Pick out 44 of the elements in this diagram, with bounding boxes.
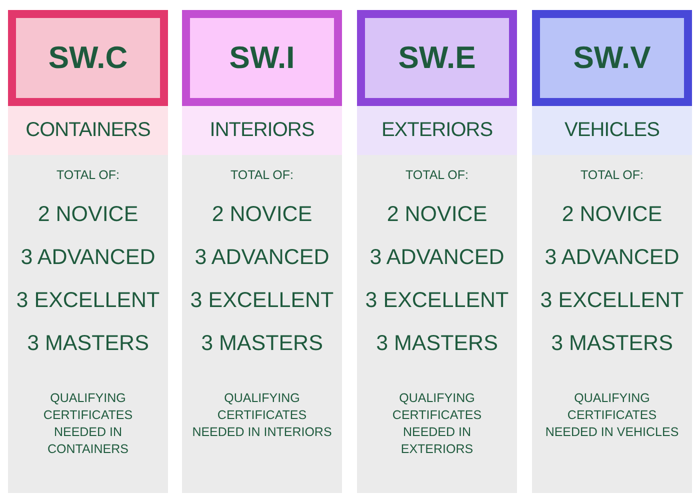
- requirements-panel: [182, 155, 342, 493]
- category-band: [8, 106, 168, 155]
- requirement-note: QUALIFYING CERTIFICATES NEEDED IN VEHICLES: [544, 390, 680, 441]
- category-band: [357, 106, 517, 155]
- total-label: TOTAL OF:: [230, 167, 294, 184]
- level-count: 3 ADVANCED: [544, 245, 680, 270]
- level-count: 3 ADVANCED: [20, 245, 156, 270]
- code-box: [8, 10, 168, 106]
- total-label: TOTAL OF:: [56, 167, 120, 184]
- level-count: 3 MASTERS: [551, 331, 673, 356]
- level-count: 3 ADVANCED: [194, 245, 330, 270]
- code-label: SW.C: [48, 40, 128, 76]
- category-label: VEHICLES: [564, 119, 660, 142]
- level-count: 3 EXCELLENT: [540, 288, 684, 313]
- level-count: 2 NOVICE: [38, 202, 138, 227]
- level-count: 2 NOVICE: [562, 202, 662, 227]
- code-label: SW.V: [573, 40, 651, 76]
- requirement-note: QUALIFYING CERTIFICATES NEEDED IN CONTAINERS: [42, 390, 134, 458]
- level-count: 3 MASTERS: [201, 331, 323, 356]
- level-count: 3 ADVANCED: [370, 245, 504, 270]
- total-label: TOTAL OF:: [580, 167, 644, 184]
- level-count: 3 EXCELLENT: [365, 288, 509, 313]
- code-label: SW.I: [229, 40, 295, 76]
- total-label: TOTAL OF:: [406, 167, 468, 184]
- category-band: [532, 106, 692, 155]
- level-count: 2 NOVICE: [386, 202, 488, 227]
- code-box: [182, 10, 342, 106]
- level-count: 2 NOVICE: [212, 202, 312, 227]
- category-label: EXTERIORS: [381, 119, 493, 142]
- code-label: SW.E: [398, 40, 476, 76]
- code-box: [357, 10, 517, 106]
- requirement-note: QUALIFYING CERTIFICATES NEEDED IN INTERIORS: [192, 390, 332, 441]
- category-label: INTERIORS: [210, 119, 314, 142]
- level-count: 3 MASTERS: [376, 331, 498, 356]
- category-label: CONTAINERS: [26, 119, 150, 142]
- level-count: 3 EXCELLENT: [190, 288, 334, 313]
- level-count: 3 EXCELLENT: [16, 288, 160, 313]
- requirements-panel: [357, 155, 517, 493]
- requirements-panel: [532, 155, 692, 493]
- level-count: 3 MASTERS: [27, 331, 149, 356]
- requirement-note: QUALIFYING CERTIFICATES NEEDED IN EXTERIORS: [391, 390, 483, 458]
- code-box: [532, 10, 692, 106]
- requirements-panel: [8, 155, 168, 493]
- category-band: [182, 106, 342, 155]
